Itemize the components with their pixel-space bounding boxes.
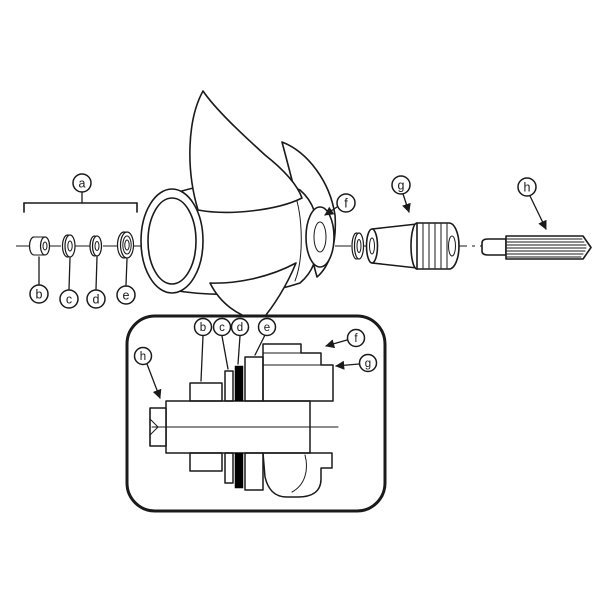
leader-b-inset xyxy=(200,335,204,382)
callout-b-circle xyxy=(29,284,49,304)
propeller xyxy=(140,90,337,322)
section-washer-e-bottom xyxy=(244,452,264,491)
callout-g-circle xyxy=(391,175,411,195)
callout-d-label: d xyxy=(93,293,100,307)
propeller-blade-top xyxy=(189,90,303,214)
sleeve-ring-hole xyxy=(356,239,362,253)
callout-h-top: h xyxy=(517,177,547,230)
callout-g-circle-inset xyxy=(358,353,378,373)
leader-h-inset xyxy=(146,363,162,399)
leader-h xyxy=(529,195,547,230)
callout-c-label: c xyxy=(66,293,72,307)
washer-c-hole xyxy=(67,240,73,252)
cross-section-inset: b c d e f g h xyxy=(125,314,387,513)
part-prop-shaft-h xyxy=(481,235,592,260)
callout-e-label: e xyxy=(123,289,130,303)
callout-f-label: f xyxy=(344,197,348,211)
part-drive-sleeve-g xyxy=(351,222,460,270)
leader-c xyxy=(68,257,71,290)
callout-d-circle xyxy=(86,289,106,309)
washer-e-face-ring xyxy=(122,235,132,255)
part-washer-e xyxy=(116,231,135,259)
callout-g-top: g xyxy=(391,175,411,213)
callout-h-circle xyxy=(517,177,537,197)
section-nut-top xyxy=(189,382,223,402)
shaft-spline-teeth xyxy=(506,238,587,258)
section-hub-bottom xyxy=(262,452,333,498)
callout-e-circle xyxy=(116,285,136,305)
callout-g-label: g xyxy=(398,179,405,193)
sleeve-right-bore xyxy=(448,235,456,257)
callout-d-circle-inset xyxy=(230,317,250,337)
callout-h-circle-inset xyxy=(133,346,153,366)
callout-d-label-inset: d xyxy=(237,322,243,334)
nut-front-face xyxy=(39,236,51,256)
leader-d xyxy=(95,256,98,290)
section-nut-bottom xyxy=(189,452,223,472)
callout-f-top: f xyxy=(324,193,356,216)
hardware-group-a: a xyxy=(23,173,138,213)
leader-e-inset xyxy=(254,334,266,356)
leader-e xyxy=(125,258,128,286)
callout-c-label-inset: c xyxy=(219,322,225,334)
section-spacer-d-bottom xyxy=(234,452,244,489)
propeller-blade-bottom xyxy=(209,262,297,322)
washer-d-front xyxy=(91,235,103,257)
leader-d-inset xyxy=(237,335,241,365)
sleeve-left-bore xyxy=(369,237,375,255)
callout-f-label-inset: f xyxy=(354,333,358,345)
part-washer-c xyxy=(61,234,76,258)
leader-c-inset xyxy=(221,335,229,370)
callout-h-label-inset: h xyxy=(140,351,146,363)
sleeve-left-face xyxy=(365,228,379,264)
section-spacer-d-top xyxy=(234,365,244,402)
part-washer-d xyxy=(89,235,103,257)
nut-bore xyxy=(42,241,48,251)
propeller-nose xyxy=(305,206,335,268)
callout-c-circle xyxy=(59,289,79,309)
callout-h-label: h xyxy=(524,181,531,195)
part-nut-b xyxy=(28,236,51,256)
leader-f xyxy=(324,206,338,216)
callout-b-label-inset: b xyxy=(200,322,206,334)
nut-body-fill xyxy=(34,237,45,255)
callout-f-circle-inset xyxy=(346,328,366,348)
sleeve-drum xyxy=(416,222,460,270)
section-washer-c-bottom xyxy=(224,452,234,484)
callout-f-circle xyxy=(336,193,356,213)
washer-c-front xyxy=(64,234,76,258)
propeller-hub-opening-inner xyxy=(147,197,197,285)
leader-g-inset xyxy=(335,360,360,370)
callout-c-circle-inset xyxy=(212,317,232,337)
section-washer-c-top xyxy=(224,370,234,402)
washer-e-hole xyxy=(124,239,130,251)
washer-d-hole xyxy=(94,241,100,251)
callout-b-label: b xyxy=(36,288,43,302)
shaft-plain-section xyxy=(481,238,507,256)
leader-g xyxy=(402,193,411,213)
callout-e-label-inset: e xyxy=(264,322,270,334)
callout-b-circle-inset xyxy=(193,317,213,337)
sleeve-ring-front xyxy=(353,232,365,260)
callout-e-circle-inset xyxy=(257,317,277,337)
callout-g-label-inset: g xyxy=(365,358,371,370)
callout-a-circle xyxy=(72,173,92,193)
propeller-nose-bore xyxy=(313,221,327,253)
callouts-bcde-top: b c d e xyxy=(29,256,136,309)
leader-f-inset xyxy=(325,339,348,349)
section-hub-flange-curve xyxy=(291,454,307,493)
callout-a-label: a xyxy=(79,177,86,191)
